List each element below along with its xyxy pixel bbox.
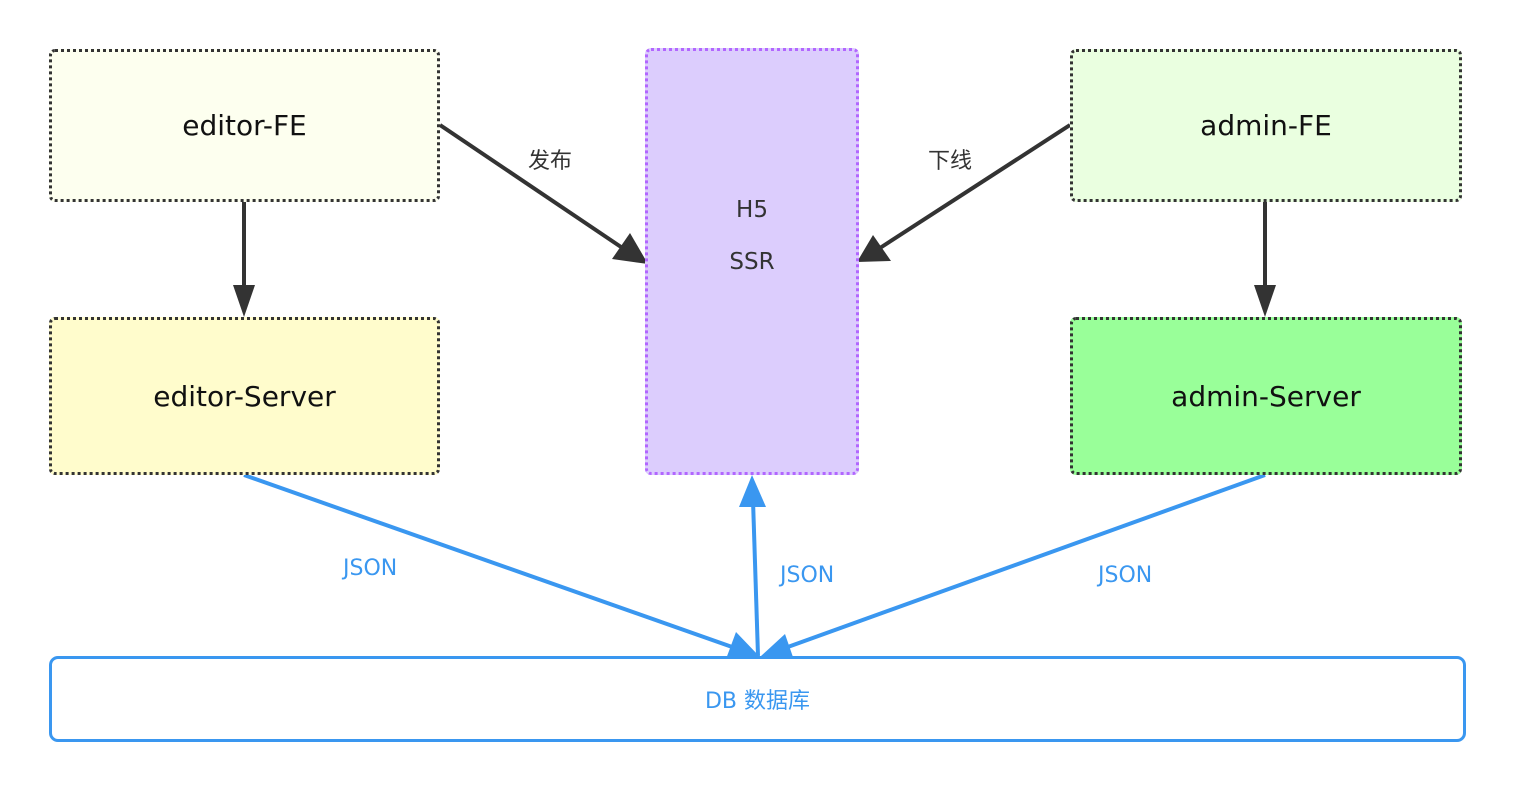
node-editor-server-label: editor-Server	[153, 379, 336, 413]
edge-admin-server-to-db	[761, 473, 1266, 660]
edge-label-json-mid: JSON	[780, 563, 835, 588]
edge-label-offline: 下线	[928, 149, 973, 174]
edge-publish	[438, 123, 648, 264]
edge-db-to-h5	[739, 475, 766, 657]
node-admin-server: admin-Server	[1070, 317, 1462, 475]
node-admin-fe-label: admin-FE	[1200, 109, 1332, 142]
node-admin-server-label: admin-Server	[1171, 379, 1361, 413]
edge-editor-fe-to-editor-server	[233, 202, 255, 317]
node-admin-fe: admin-FE	[1070, 49, 1462, 202]
edge-label-json-left: JSON	[343, 556, 398, 581]
node-database: DB 数据库	[49, 656, 1466, 742]
node-h5-label: H5	[736, 197, 768, 223]
node-editor-fe: editor-FE	[49, 49, 440, 202]
node-h5-ssr: H5 SSR	[645, 48, 859, 475]
edge-admin-fe-to-admin-server	[1254, 202, 1276, 317]
edge-label-json-right: JSON	[1098, 563, 1153, 588]
node-ssr-label: SSR	[729, 249, 775, 275]
edge-offline	[857, 123, 1072, 262]
node-editor-server: editor-Server	[49, 317, 440, 475]
node-editor-fe-label: editor-FE	[182, 109, 307, 142]
node-database-label: DB 数据库	[704, 689, 811, 714]
edge-editor-server-to-db	[243, 473, 759, 659]
edge-label-publish: 发布	[528, 149, 573, 174]
